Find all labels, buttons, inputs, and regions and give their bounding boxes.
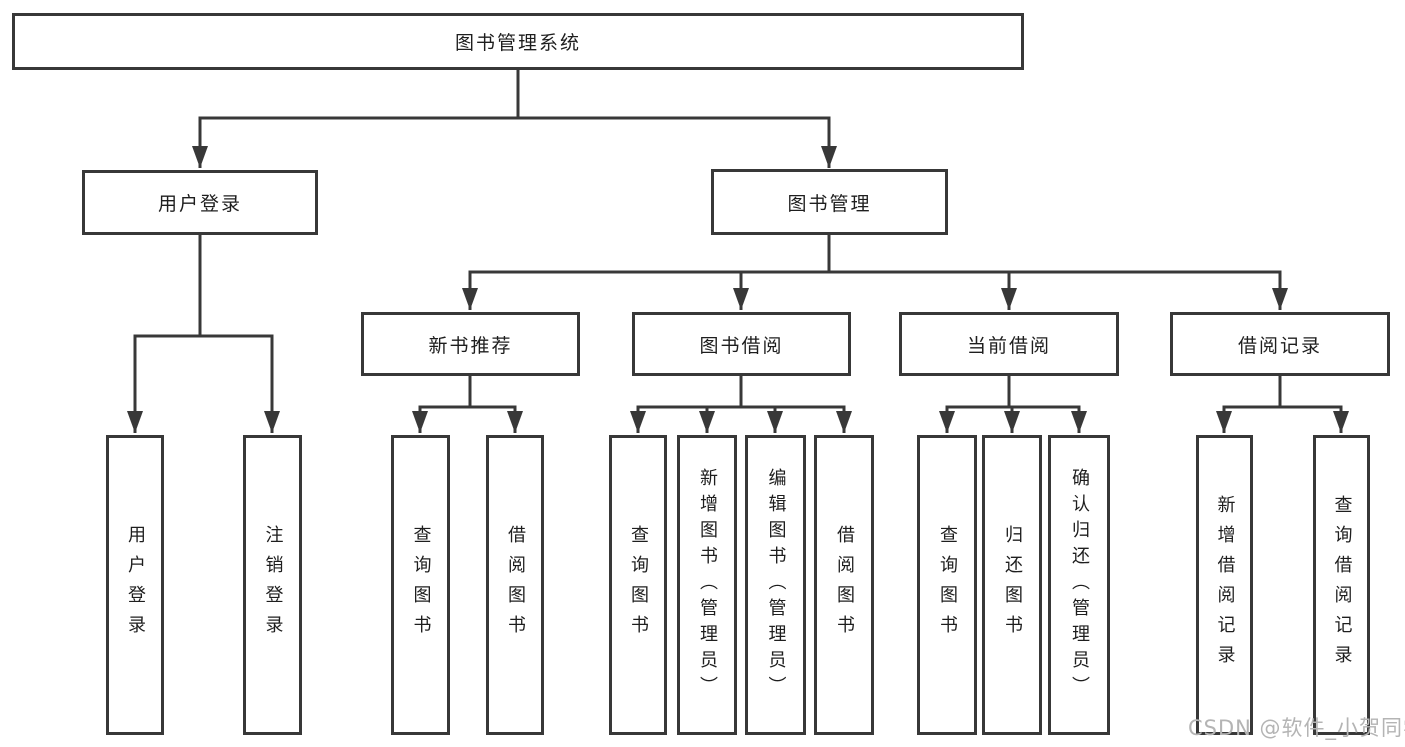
node-leaf-query-borrow-record: 查询借阅记录 — [1313, 435, 1370, 735]
node-leaf-query-books-recommend: 查询图书 — [391, 435, 450, 735]
node-leaf-borrow-books: 借阅图书 — [814, 435, 874, 735]
csdn-watermark: CSDN @软件_小贺同学 — [1188, 716, 1405, 740]
node-leaf-edit-books-admin: 编辑图书（管理员） — [745, 435, 806, 735]
node-book-management: 图书管理 — [711, 169, 948, 235]
node-leaf-user-login: 用户登录 — [106, 435, 164, 735]
node-leaf-confirm-return-admin: 确认归还（管理员） — [1048, 435, 1110, 735]
node-book-borrowing: 图书借阅 — [632, 312, 851, 376]
node-user-login: 用户登录 — [82, 170, 318, 235]
node-leaf-logout: 注销登录 — [243, 435, 302, 735]
node-root-system: 图书管理系统 — [12, 13, 1024, 70]
node-new-book-recommendation: 新书推荐 — [361, 312, 580, 376]
node-leaf-add-books-admin: 新增图书（管理员） — [677, 435, 737, 735]
node-borrowing-records: 借阅记录 — [1170, 312, 1390, 376]
node-leaf-query-books-borrowing: 查询图书 — [609, 435, 667, 735]
node-leaf-return-books: 归还图书 — [982, 435, 1042, 735]
node-leaf-query-books-current: 查询图书 — [917, 435, 977, 735]
node-leaf-add-borrow-record: 新增借阅记录 — [1196, 435, 1253, 735]
node-leaf-borrow-books-recommend: 借阅图书 — [486, 435, 544, 735]
node-current-borrowing: 当前借阅 — [899, 312, 1119, 376]
